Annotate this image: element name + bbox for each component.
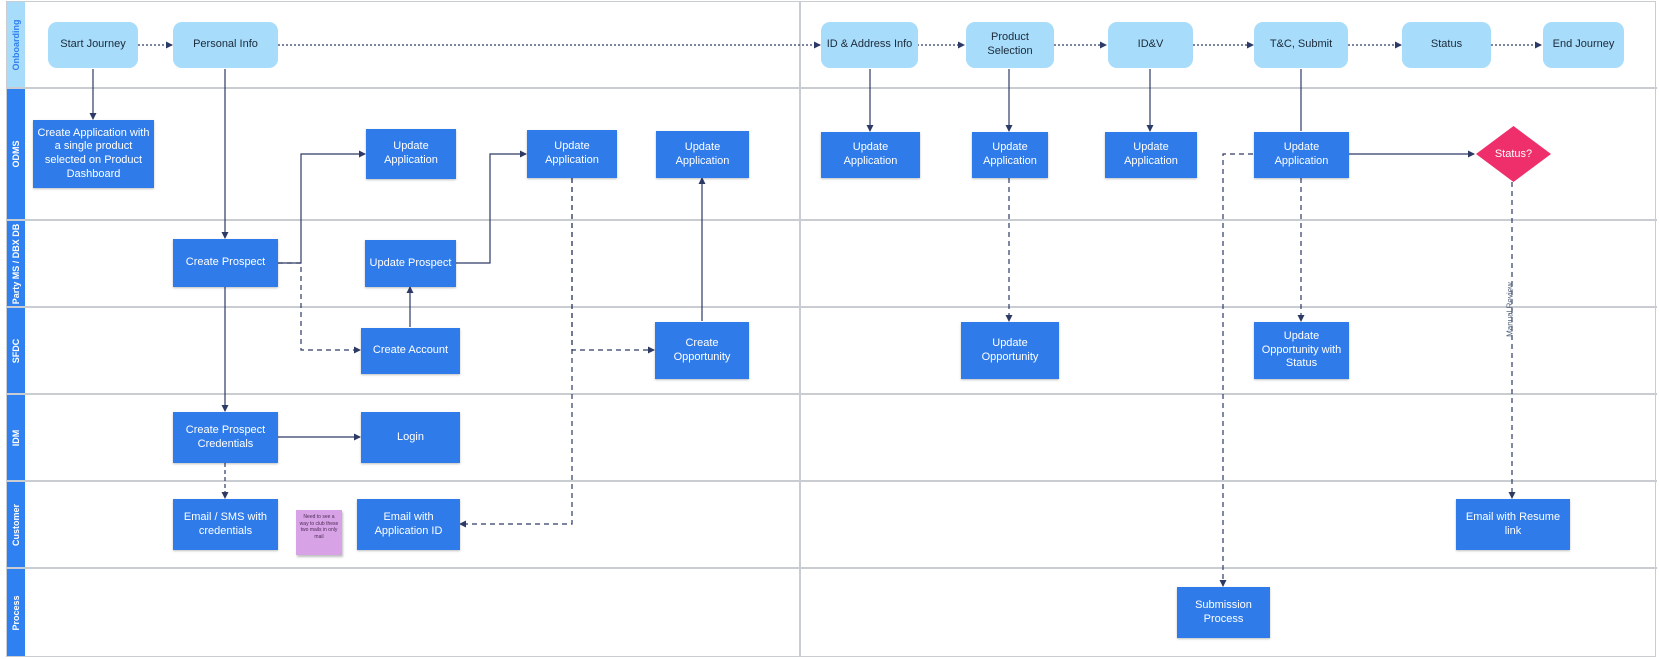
step-end-journey[interactable]: End Journey [1543, 22, 1624, 68]
step-status[interactable]: Status [1402, 22, 1491, 68]
lane-label-customer: Customer [7, 482, 25, 567]
lane-label-sfdc: SFDC [7, 308, 25, 393]
diagram-frame [6, 1, 1656, 657]
node-create-opportunity[interactable]: Create Opportunity [655, 322, 749, 379]
lane-divider [7, 393, 1657, 395]
decision-status[interactable]: Status? [1476, 126, 1551, 182]
lane-divider [7, 219, 1657, 221]
node-create-prospect[interactable]: Create Prospect [173, 239, 278, 287]
node-create-prospect-credentials[interactable]: Create Prospect Credentials [173, 412, 278, 463]
node-update-opportunity[interactable]: Update Opportunity [961, 322, 1059, 379]
edge-label-manual-review: Manual Review [1505, 282, 1515, 337]
node-update-application[interactable]: Update Application [821, 132, 920, 178]
node-update-application[interactable]: Update Application [366, 129, 456, 179]
step-id-address-info[interactable]: ID & Address Info [821, 22, 918, 68]
node-email-resume-link[interactable]: Email with Resume link [1456, 499, 1570, 550]
phase-divider [799, 1, 801, 657]
lane-label-party: Party MS / DBX DB [7, 221, 25, 306]
node-submission-process[interactable]: Submission Process [1177, 587, 1270, 638]
edge-prospect-updateapp1 [278, 150, 366, 264]
sticky-note[interactable]: Need to see a way to club these two mail… [296, 510, 342, 555]
node-update-prospect[interactable]: Update Prospect [365, 240, 456, 287]
edge-prospect-account [278, 262, 361, 354]
lane-label-odms: ODMS [7, 89, 25, 219]
node-update-application[interactable]: Update Application [656, 131, 749, 178]
edge-updateapp2-emailappid [459, 178, 573, 528]
node-update-application[interactable]: Update Application [527, 130, 617, 178]
node-update-application[interactable]: Update Application [1254, 132, 1349, 178]
step-start-journey[interactable]: Start Journey [48, 22, 138, 68]
lane-divider [7, 87, 1657, 89]
edge-updateapp7-submission [1219, 153, 1253, 587]
edge-updateapp2-opportunity [571, 178, 655, 354]
step-tc-submit[interactable]: T&C, Submit [1254, 22, 1348, 68]
lane-divider [7, 306, 1657, 308]
node-email-sms-credentials[interactable]: Email / SMS with credentials [173, 499, 278, 550]
node-create-account[interactable]: Create Account [361, 328, 460, 374]
lane-divider [7, 567, 1657, 569]
step-idv[interactable]: ID&V [1108, 22, 1193, 68]
decision-label: Status? [1494, 148, 1533, 160]
lane-label-idm: IDM [7, 395, 25, 480]
node-create-application[interactable]: Create Application with a single product… [33, 120, 154, 188]
node-update-application[interactable]: Update Application [972, 132, 1048, 178]
step-personal-info[interactable]: Personal Info [173, 22, 278, 68]
node-update-application[interactable]: Update Application [1105, 132, 1197, 178]
lane-label-onboarding: Onboarding [7, 2, 25, 88]
node-update-opportunity-status[interactable]: Update Opportunity with Status [1254, 322, 1349, 379]
edge-updprospect-updateapp2 [456, 150, 527, 264]
node-email-application-id[interactable]: Email with Application ID [357, 499, 460, 550]
step-product-selection[interactable]: Product Selection [966, 22, 1054, 68]
lane-label-process: Process [7, 569, 25, 656]
node-login[interactable]: Login [361, 412, 460, 463]
lane-divider [7, 480, 1657, 482]
